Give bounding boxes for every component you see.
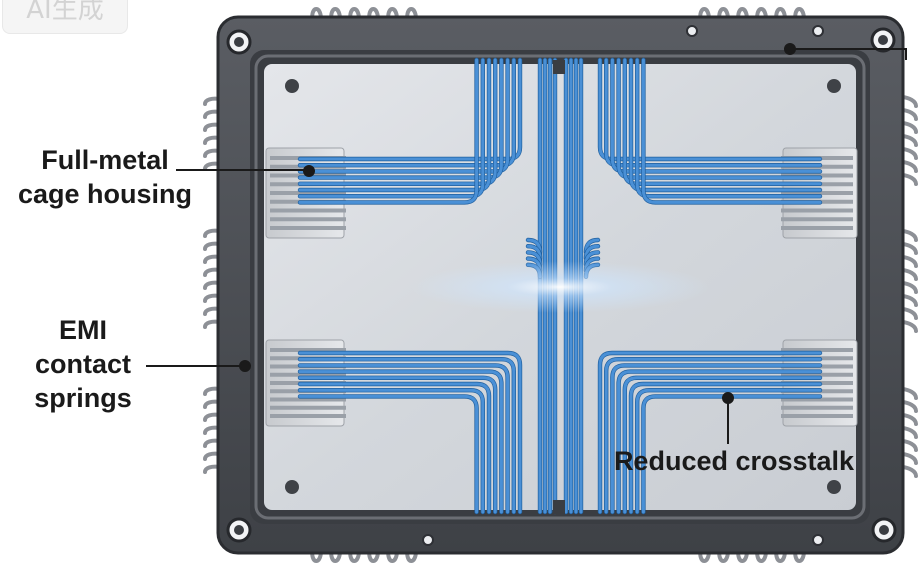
- connector-pin: [781, 191, 853, 195]
- mounting-hole-center: [878, 35, 888, 45]
- watermark-stamp: AI生成: [2, 0, 128, 34]
- connector-pin: [270, 397, 346, 402]
- connector-pin: [781, 405, 853, 410]
- label-cage-line1: Full-metal: [41, 145, 169, 175]
- connector-pin: [270, 348, 346, 352]
- signal-trace: [298, 58, 485, 198]
- label-emi-line1: EMI: [58, 315, 107, 345]
- leader-emi-dot: [239, 360, 251, 372]
- signal-trace: [298, 388, 485, 514]
- signal-trace: [610, 363, 822, 514]
- signal-trace: [298, 370, 503, 514]
- label-reduced-crosstalk: Reduced crosstalk: [613, 446, 855, 476]
- center-glow: [410, 261, 710, 313]
- channel-notch-top: [553, 60, 565, 74]
- connector-pin: [270, 191, 346, 195]
- board-screw-icon: [827, 480, 841, 494]
- signal-trace: [623, 376, 822, 514]
- connector-pin: [270, 208, 346, 213]
- board-screw-icon: [827, 79, 841, 93]
- mounting-hole-center: [234, 37, 244, 47]
- board-screw-icon: [285, 480, 299, 494]
- leader-lines: [146, 43, 907, 444]
- small-hole-icon: [686, 25, 698, 37]
- mounting-hole-icon: [226, 25, 897, 546]
- connector-pin: [781, 372, 853, 377]
- connector-pin: [781, 414, 853, 418]
- signal-trace: [298, 351, 522, 514]
- connector-pin: [270, 217, 346, 222]
- connector-pin: [781, 348, 853, 352]
- mounting-hole-center: [879, 525, 889, 535]
- connector-pin: [781, 397, 853, 402]
- label-emi-line3: springs: [34, 383, 132, 413]
- connector-pin: [781, 217, 853, 222]
- small-hole-icon: [422, 534, 434, 546]
- signal-trace: [604, 357, 822, 514]
- signal-trace: [298, 363, 510, 514]
- signal-trace: [298, 376, 497, 514]
- signal-trace: [298, 382, 491, 514]
- connector-pin: [781, 208, 853, 213]
- signal-trace: [629, 382, 822, 514]
- board-screw-icon: [285, 79, 841, 494]
- leader-cage-dot: [303, 165, 315, 177]
- board-screw-icon: [285, 79, 299, 93]
- signal-trace: [635, 58, 822, 198]
- channel-notch-bottom: [553, 500, 565, 514]
- connector-pin: [781, 226, 853, 230]
- label-emi-springs: EMI contact springs: [18, 313, 148, 415]
- small-hole-icon: [812, 25, 824, 37]
- signal-trace: [298, 58, 479, 204]
- signal-trace: [641, 394, 822, 514]
- small-hole-icon: [812, 534, 824, 546]
- signal-trace: [617, 370, 822, 514]
- connector-pin: [270, 405, 346, 410]
- connector-pin: [270, 372, 346, 377]
- leader-top-right: [790, 48, 907, 60]
- signal-trace: [635, 388, 822, 514]
- mounting-hole-center: [234, 525, 244, 535]
- connector-pin: [270, 226, 346, 230]
- leader-top-right-dot: [784, 43, 796, 55]
- label-emi-line2: contact: [34, 349, 132, 379]
- leader-crosstalk-dot: [722, 392, 734, 404]
- signal-trace: [641, 58, 822, 204]
- signal-trace: [598, 351, 822, 514]
- connector-pin: [270, 414, 346, 418]
- label-cage-line2: cage housing: [17, 179, 193, 209]
- signal-trace: [298, 357, 516, 514]
- frame-inner-rim: [254, 54, 866, 520]
- label-full-metal-cage: Full-metal cage housing: [0, 143, 210, 211]
- signal-trace: [298, 394, 479, 514]
